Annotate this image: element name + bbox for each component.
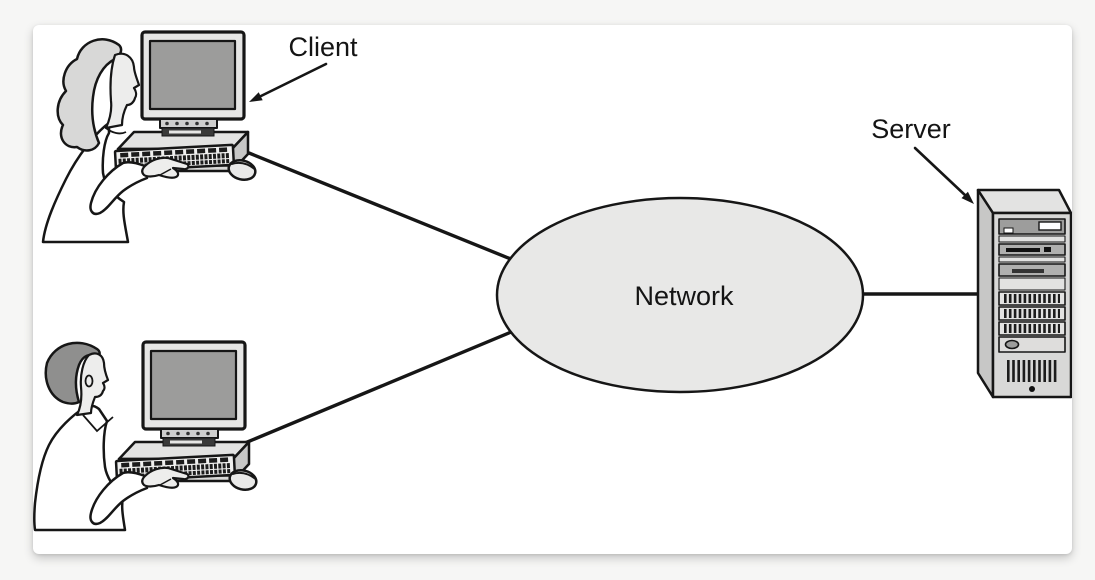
server-side-panel <box>976 188 995 399</box>
man-arm <box>89 466 190 526</box>
cdrom-button <box>1003 227 1014 234</box>
woman-hair <box>56 38 123 152</box>
server-power-button <box>1004 339 1020 350</box>
woman-torso <box>41 121 130 244</box>
woman-finger-line <box>159 168 172 176</box>
woman-hand <box>141 156 190 179</box>
server-label: Server <box>871 114 951 144</box>
woman-sleeve <box>89 160 149 216</box>
server-arrow-head <box>961 191 974 204</box>
client-annotation: Client <box>249 32 358 102</box>
connection-client-top-to-network <box>247 151 535 270</box>
client-label: Client <box>288 32 358 62</box>
woman-arm <box>89 156 190 216</box>
man-sleeve <box>89 470 149 526</box>
blank-strip <box>998 256 1066 263</box>
network-diagram: Network <box>33 25 1072 532</box>
blank-strip <box>998 235 1066 243</box>
floppy-bay-slot <box>1006 248 1040 252</box>
user-woman <box>41 38 141 244</box>
woman-face <box>104 52 141 130</box>
server-tower <box>976 188 1072 399</box>
blank-bay <box>998 277 1066 291</box>
client-workstation-bottom <box>33 342 258 532</box>
server-lock-dot <box>1029 386 1035 392</box>
client-arrow-line <box>259 62 328 98</box>
client-arrow-head <box>249 92 263 102</box>
man-collar-line <box>82 414 114 433</box>
desktop-computer-top <box>115 32 257 182</box>
network-label: Network <box>634 281 734 311</box>
client-workstation-top <box>41 32 257 244</box>
network-node: Network <box>495 196 865 394</box>
drive-bay-slot <box>1012 269 1044 273</box>
man-hand <box>141 466 190 489</box>
floppy-bay-button <box>1044 247 1051 252</box>
cdrom-display <box>1038 221 1062 231</box>
server-arrow-line <box>913 146 968 198</box>
diagram-canvas: Network <box>33 25 1072 554</box>
server-top-panel <box>976 188 1072 215</box>
connection-client-bottom-to-network <box>243 323 530 445</box>
connection-lines <box>243 151 981 445</box>
network-ellipse <box>495 196 865 394</box>
man-ear <box>84 374 94 388</box>
server-annotation: Server <box>871 114 974 204</box>
man-finger-line <box>159 478 172 486</box>
desktop-computer-bottom <box>116 342 258 492</box>
woman-collar-line <box>105 127 127 135</box>
